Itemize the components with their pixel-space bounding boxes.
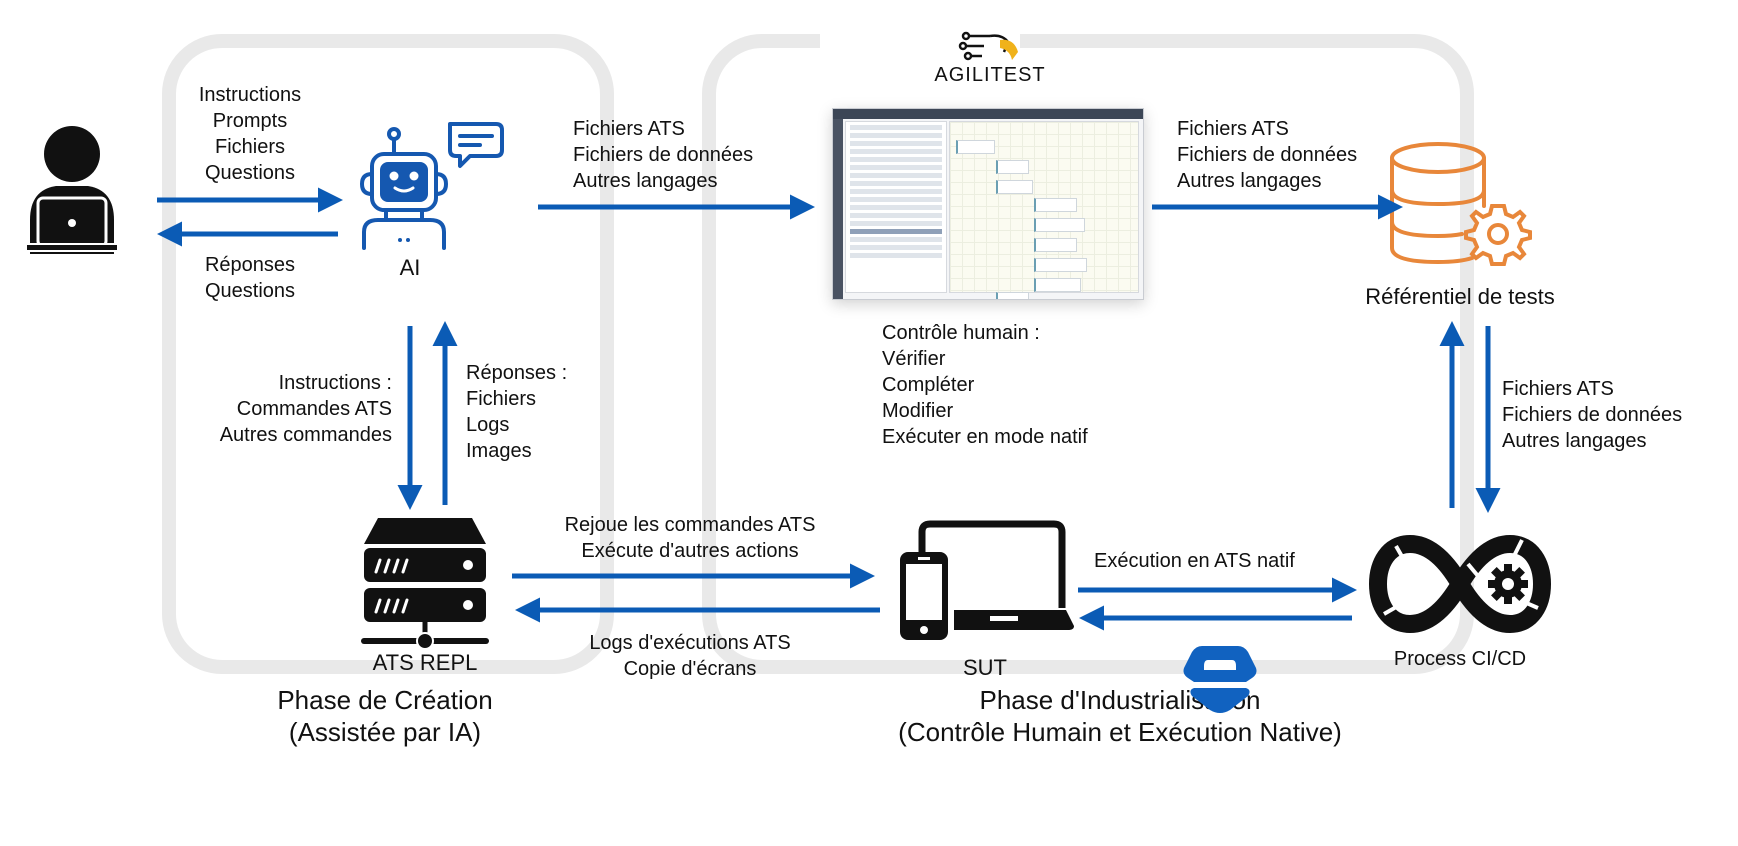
mobile-laptop-icon bbox=[900, 520, 1074, 640]
ai-label: AI bbox=[399, 255, 421, 280]
agilitest-logo-icon bbox=[958, 31, 1018, 61]
label-repo-cicd: Fichiers ATS Fichiers de données Autres … bbox=[1502, 378, 1683, 452]
label-sut-to-cicd: Exécution en ATS natif bbox=[1094, 550, 1295, 572]
cicd-label: Process CI/CD bbox=[1393, 648, 1527, 670]
phase-creation-container bbox=[162, 34, 614, 674]
app-titlebar bbox=[833, 109, 1143, 119]
label-repl-to-sut: Rejoue les commandes ATS Exécute d'autre… bbox=[564, 514, 816, 562]
ats-repl-label: ATS REPL bbox=[372, 650, 478, 675]
label-user-to-ai: Instructions Prompts Fichiers Questions bbox=[198, 84, 302, 184]
label-ai-to-agilitest: Fichiers ATS Fichiers de données Autres … bbox=[573, 118, 754, 192]
repository-label: Référentiel de tests bbox=[1365, 284, 1555, 309]
phase-industrialisation-title: Phase d'Industrialisation (Contrôle Huma… bbox=[898, 685, 1342, 747]
label-agilitest-to-repo: Fichiers ATS Fichiers de données Autres … bbox=[1177, 118, 1358, 192]
app-sidebar bbox=[833, 119, 843, 299]
ats-logo-icon bbox=[1183, 646, 1257, 713]
user-laptop-icon bbox=[25, 126, 119, 254]
logo-gap bbox=[820, 28, 1020, 58]
label-ai-to-repl: Instructions : Commandes ATS Autres comm… bbox=[219, 372, 392, 446]
label-repl-to-ai: Réponses : Fichiers Logs Images bbox=[466, 362, 568, 462]
app-project-tree bbox=[845, 121, 947, 293]
label-sut-to-repl: Logs d'exécutions ATS Copie d'écrans bbox=[589, 632, 791, 680]
agilitest-brand-name: AGILITEST bbox=[934, 64, 1046, 86]
label-human-control: Contrôle humain : Vérifier Compléter Mod… bbox=[882, 322, 1088, 448]
sut-label: SUT bbox=[963, 655, 1007, 680]
agilitest-app-screenshot bbox=[832, 108, 1144, 300]
phase-creation-title: Phase de Création (Assistée par IA) bbox=[277, 685, 493, 747]
infinity-gear-icon bbox=[1368, 534, 1552, 634]
robot-chat-icon bbox=[360, 122, 504, 250]
app-call-tree-canvas bbox=[949, 121, 1139, 299]
phase-industrialisation-container bbox=[702, 34, 1474, 674]
label-ai-to-user: Réponses Questions bbox=[204, 254, 296, 302]
server-icon bbox=[361, 518, 489, 650]
